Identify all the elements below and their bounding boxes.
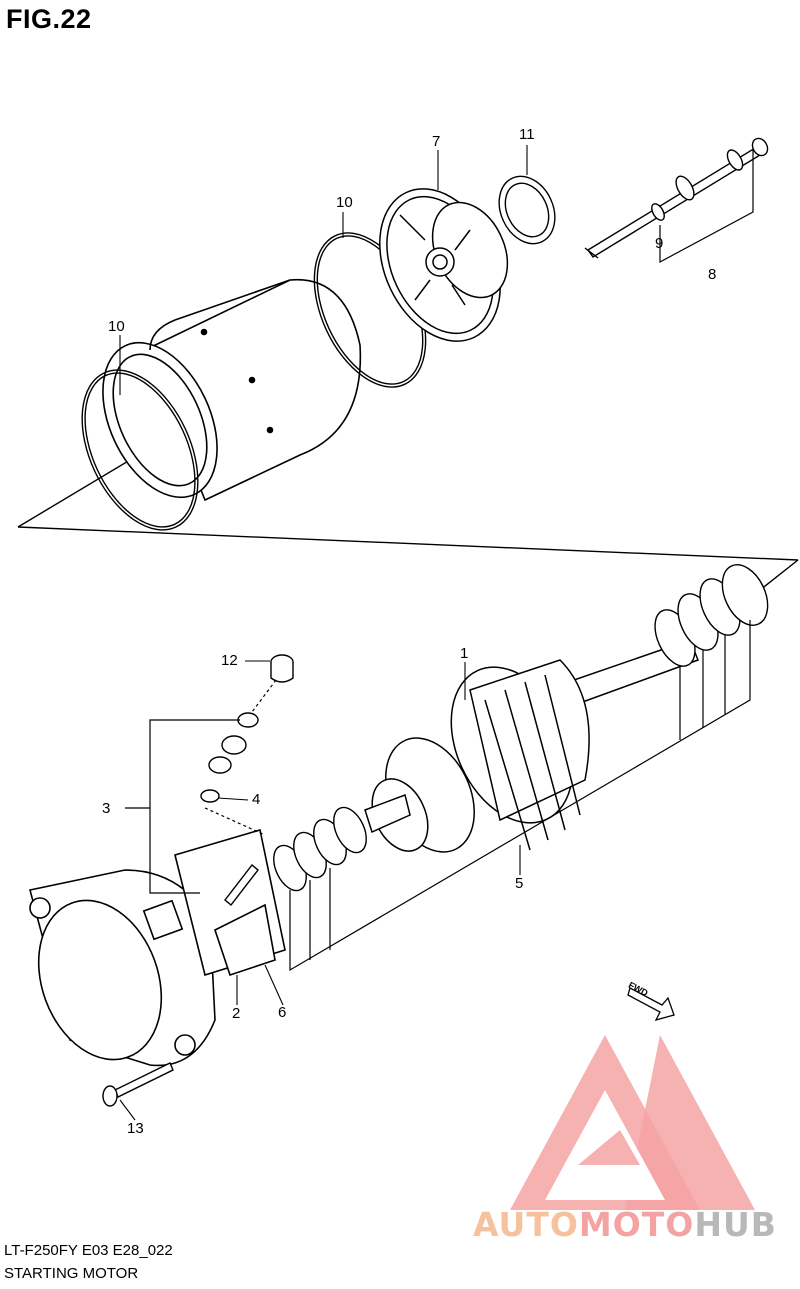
- callout-11: 11: [519, 126, 535, 143]
- fwd-arrow: [627, 987, 675, 1022]
- shim-callout-bracket: [289, 620, 751, 972]
- housing-end: [29, 828, 286, 1067]
- mounting-bolt: [102, 1062, 174, 1107]
- callout-3: 3: [102, 800, 111, 817]
- armature: [364, 639, 699, 853]
- watermark-part-auto: AUTO: [473, 1205, 579, 1244]
- callout-7: 7: [432, 133, 441, 150]
- bolt-callout-bracket: [659, 150, 754, 264]
- shims-left: [273, 806, 367, 892]
- shims-right: [654, 564, 769, 667]
- callout-2: 2: [232, 1005, 241, 1022]
- assembly-centerline: [204, 679, 277, 836]
- callout-5: 5: [515, 875, 524, 892]
- yoke-housing: [102, 278, 362, 502]
- through-bolt: [584, 137, 769, 259]
- callout-10-upper: 10: [336, 194, 353, 211]
- watermark-logo: [510, 1035, 755, 1210]
- callout-6: 6: [278, 1004, 287, 1021]
- callout-4: 4: [252, 791, 261, 808]
- callout-12: 12: [221, 652, 238, 669]
- leader-lines: [119, 145, 528, 1121]
- figure-title: FIG.22: [6, 4, 92, 34]
- terminal-callout-bracket: [125, 719, 240, 894]
- callout-10-lower: 10: [108, 318, 125, 335]
- footer-section-name: STARTING MOTOR: [4, 1265, 139, 1282]
- callout-13: 13: [127, 1120, 144, 1137]
- section-plane-lines: [17, 459, 799, 591]
- washer: [498, 175, 556, 245]
- watermark-text: AUTOMOTOHUB: [473, 1205, 777, 1244]
- terminal-stack: [200, 654, 294, 907]
- end-cover: [379, 188, 509, 342]
- watermark-part-hub: HUB: [694, 1205, 777, 1244]
- footer-model-code: LT-F250FY E03 E28_022: [4, 1242, 173, 1259]
- watermark-part-moto: MOTO: [578, 1205, 695, 1244]
- callout-9: 9: [655, 235, 664, 252]
- callout-8: 8: [708, 266, 717, 283]
- callout-1: 1: [460, 645, 469, 662]
